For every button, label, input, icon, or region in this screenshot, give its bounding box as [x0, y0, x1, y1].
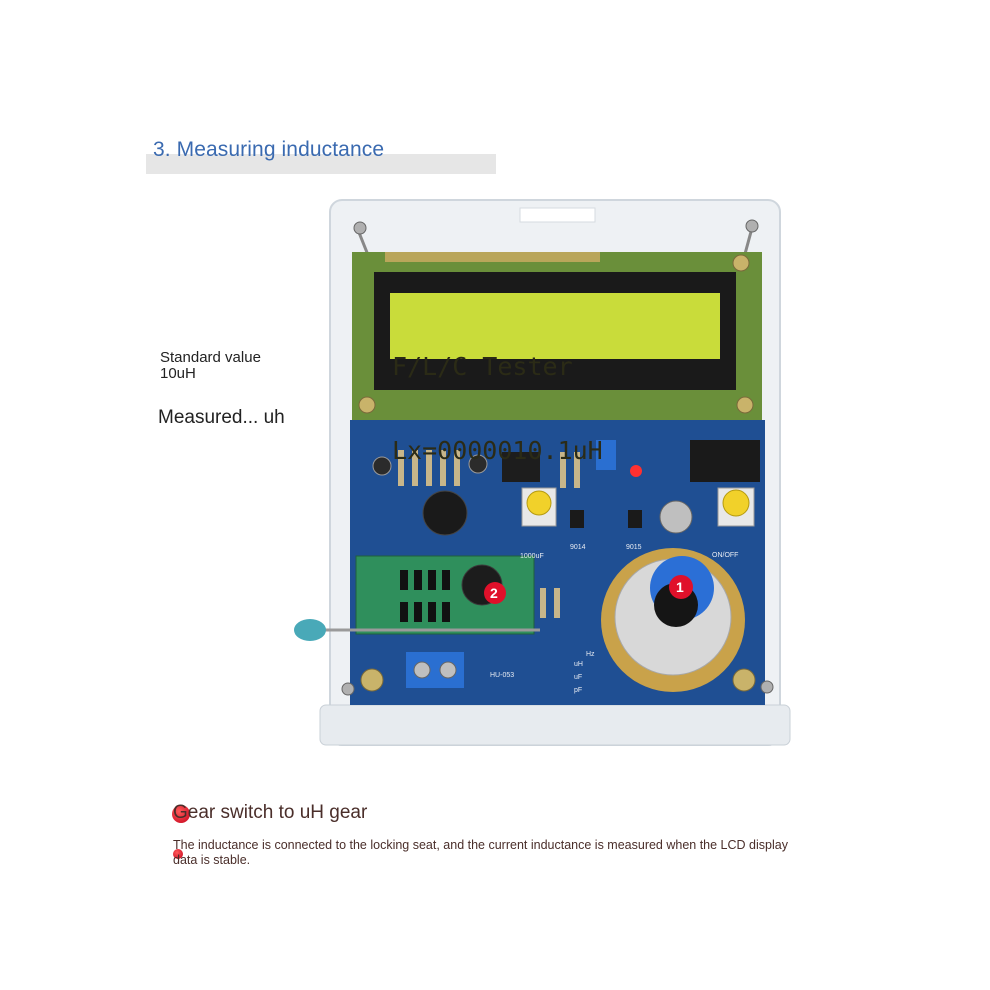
page-title: 3. Measuring inductance	[153, 138, 385, 161]
marker-2: 2	[484, 582, 506, 604]
ic-chip	[502, 452, 540, 482]
instruction-heading: Gear switch to uH gear	[173, 802, 368, 823]
resistor-bank	[398, 450, 580, 618]
standard-value-label: Standard value 10uH	[160, 350, 261, 382]
zif-socket-holes	[400, 570, 450, 622]
potentiometer	[596, 440, 616, 470]
standard-value-line2: 10uH	[160, 365, 196, 382]
pcb-label-uf: uF	[574, 674, 582, 681]
red-bullet-dot	[173, 849, 183, 859]
reset-button	[526, 490, 552, 516]
lcd-line-1: F/L/C Tester	[392, 352, 573, 381]
marker-1-number: 1	[676, 579, 684, 595]
screw-icon	[760, 680, 774, 694]
marker-2-number: 2	[490, 585, 498, 601]
pcb-label-q1: 9014	[570, 544, 586, 551]
transistor	[570, 510, 584, 528]
electrolytic-capacitor	[422, 490, 468, 536]
pcb-label-cap: 1000uF	[520, 553, 544, 560]
power-button	[722, 489, 750, 517]
screw-icon	[732, 668, 756, 692]
title-underlay	[146, 154, 496, 174]
terminal-screw	[439, 661, 457, 679]
screw-icon	[353, 221, 367, 235]
pcb-label-q2: 9015	[626, 544, 642, 551]
pcb-label-uh: uH	[574, 661, 583, 668]
standard-value-line1: Standard value	[160, 349, 261, 366]
case-tab-top	[519, 207, 596, 223]
acrylic-case-bottom	[319, 704, 791, 746]
screw-icon	[736, 396, 754, 414]
pcb-label-on-off: ON/OFF	[712, 552, 738, 559]
screw-icon	[745, 219, 759, 233]
zif-lever-knob	[294, 619, 326, 641]
instruction-body: The inductance is connected to the locki…	[173, 838, 788, 867]
terminal-screw	[413, 661, 431, 679]
pcb-label-board-id: HU-053	[490, 672, 514, 679]
led-icon	[630, 465, 642, 477]
capacitor-icon	[468, 454, 488, 474]
pcb-label-hz: Hz	[586, 651, 595, 658]
screw-icon	[360, 668, 384, 692]
lcd-header-pins	[385, 252, 600, 262]
lcd-line-2: Lx=0000010.1uH	[392, 436, 603, 465]
capacitor-icon	[372, 456, 392, 476]
screw-icon	[341, 682, 355, 696]
lcd-readout: F/L/C Tester Lx=0000010.1uH	[392, 297, 722, 493]
electrolytic-capacitor	[659, 500, 693, 534]
measured-label: Measured... uh	[158, 407, 285, 428]
pcb-label-pf: pF	[574, 687, 582, 694]
marker-1: 1	[669, 575, 693, 599]
transistor	[628, 510, 642, 528]
screw-icon	[732, 254, 750, 272]
screw-icon	[358, 396, 376, 414]
lcd-screen	[390, 293, 720, 359]
power-jack	[690, 440, 760, 482]
zif-socket	[355, 555, 535, 635]
red-bullet-dot	[172, 805, 190, 823]
